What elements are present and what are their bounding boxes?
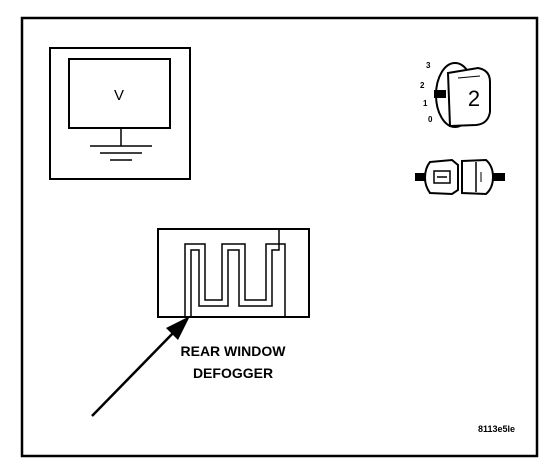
ignition-position-0: 0 [428,115,433,124]
voltmeter-symbol: V [114,87,124,104]
defogger-label-line2: DEFOGGER [193,365,273,381]
figure-id: 8113e5le [478,424,515,434]
defogger-label-line1: REAR WINDOW [181,343,287,359]
pointer-arrow [91,316,190,417]
ignition-key-label: 2 [468,86,480,111]
figure-border [20,16,539,458]
voltmeter-icon: V [49,47,191,180]
ignition-position-2: 2 [420,81,425,90]
ignition-position-3: 3 [426,61,431,70]
ignition-position-1: 1 [423,99,428,108]
ignition-key-icon: 3 2 1 0 2 [420,61,491,128]
connector-icon [415,158,505,196]
rear-window-defogger-icon [157,228,310,318]
